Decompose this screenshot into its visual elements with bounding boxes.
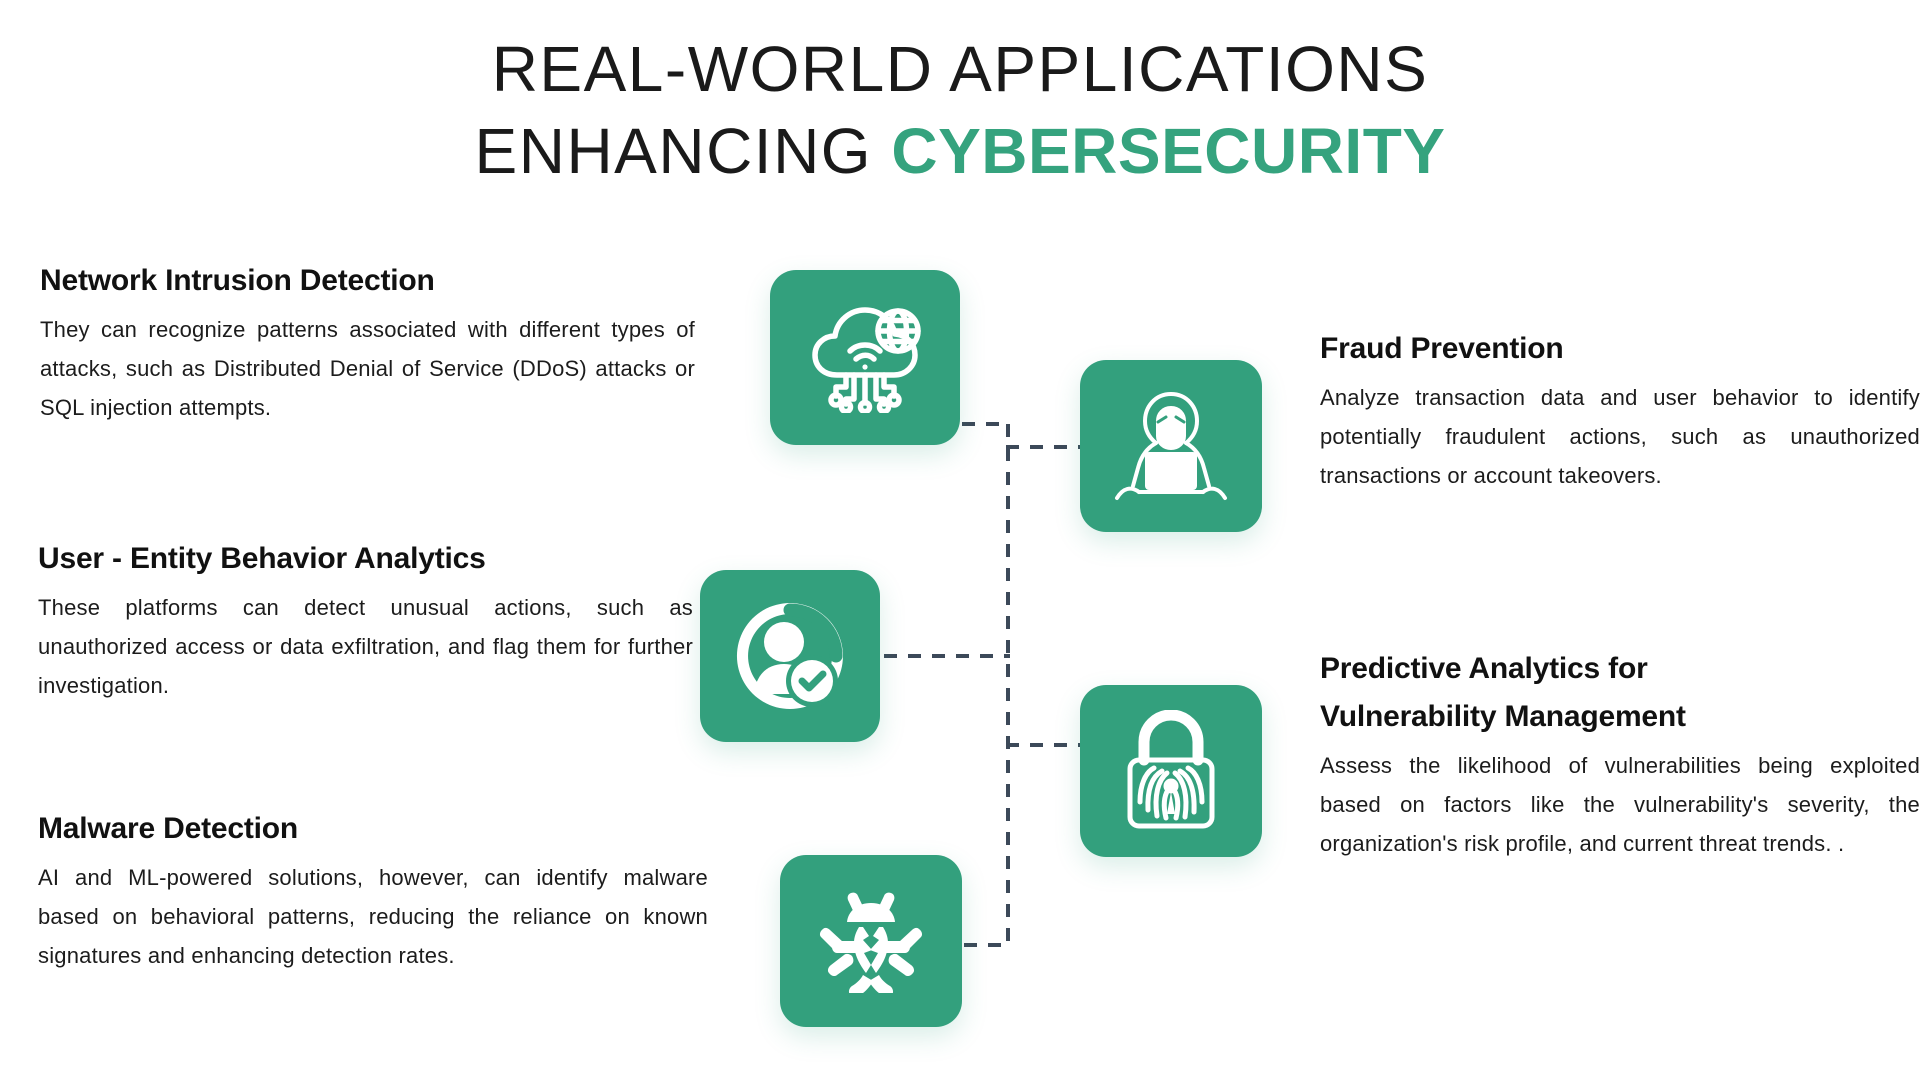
fingerprint-lock-icon xyxy=(1116,710,1226,832)
tile-bug[interactable] xyxy=(780,855,962,1027)
page-title: REAL-WORLD APPLICATIONS ENHANCING CYBERS… xyxy=(0,28,1920,192)
hacker-laptop-icon xyxy=(1109,388,1233,504)
title-line-2-plain: ENHANCING xyxy=(474,115,892,187)
body-predictive-analytics: Assess the likelihood of vulnerabilities… xyxy=(1320,753,1920,856)
title-line-2: ENHANCING CYBERSECURITY xyxy=(0,110,1920,192)
body-network-intrusion-detection: They can recognize patterns associated w… xyxy=(40,317,695,420)
heading-fraud-prevention: Fraud Prevention xyxy=(1320,332,1564,365)
heading-malware-detection: Malware Detection xyxy=(38,812,299,845)
body-user-entity-behavior-analytics: These platforms can detect unusual actio… xyxy=(38,595,693,698)
block-fraud-prevention: Fraud Prevention Analyze transaction dat… xyxy=(1320,330,1920,495)
body-malware-detection: AI and ML-powered solutions, however, ca… xyxy=(38,865,708,968)
body-fraud-prevention: Analyze transaction data and user behavi… xyxy=(1320,385,1920,488)
block-user-entity-behavior-analytics: User - Entity Behavior Analytics These p… xyxy=(38,540,693,705)
heading-predictive-analytics-line1: Predictive Analytics for xyxy=(1320,652,1648,685)
tile-cloud-network[interactable] xyxy=(770,270,960,445)
block-network-intrusion-detection: Network Intrusion Detection They can rec… xyxy=(40,262,695,427)
tile-user-verified[interactable] xyxy=(700,570,880,742)
cloud-network-icon xyxy=(806,303,924,413)
tile-fingerprint-lock[interactable] xyxy=(1080,685,1262,857)
heading-user-entity-behavior-analytics: User - Entity Behavior Analytics xyxy=(38,542,486,575)
title-line-1: REAL-WORLD APPLICATIONS xyxy=(491,33,1429,105)
tile-hacker-laptop[interactable] xyxy=(1080,360,1262,532)
title-accent-word: CYBERSECURITY xyxy=(891,115,1446,187)
block-malware-detection: Malware Detection AI and ML-powered solu… xyxy=(38,810,708,975)
bug-icon xyxy=(815,889,927,993)
heading-predictive-analytics-line2: Vulnerability Management xyxy=(1320,700,1686,733)
heading-network-intrusion-detection: Network Intrusion Detection xyxy=(40,264,435,297)
block-predictive-analytics: Predictive Analytics for Vulnerability M… xyxy=(1320,650,1920,863)
user-verified-icon xyxy=(732,598,848,714)
